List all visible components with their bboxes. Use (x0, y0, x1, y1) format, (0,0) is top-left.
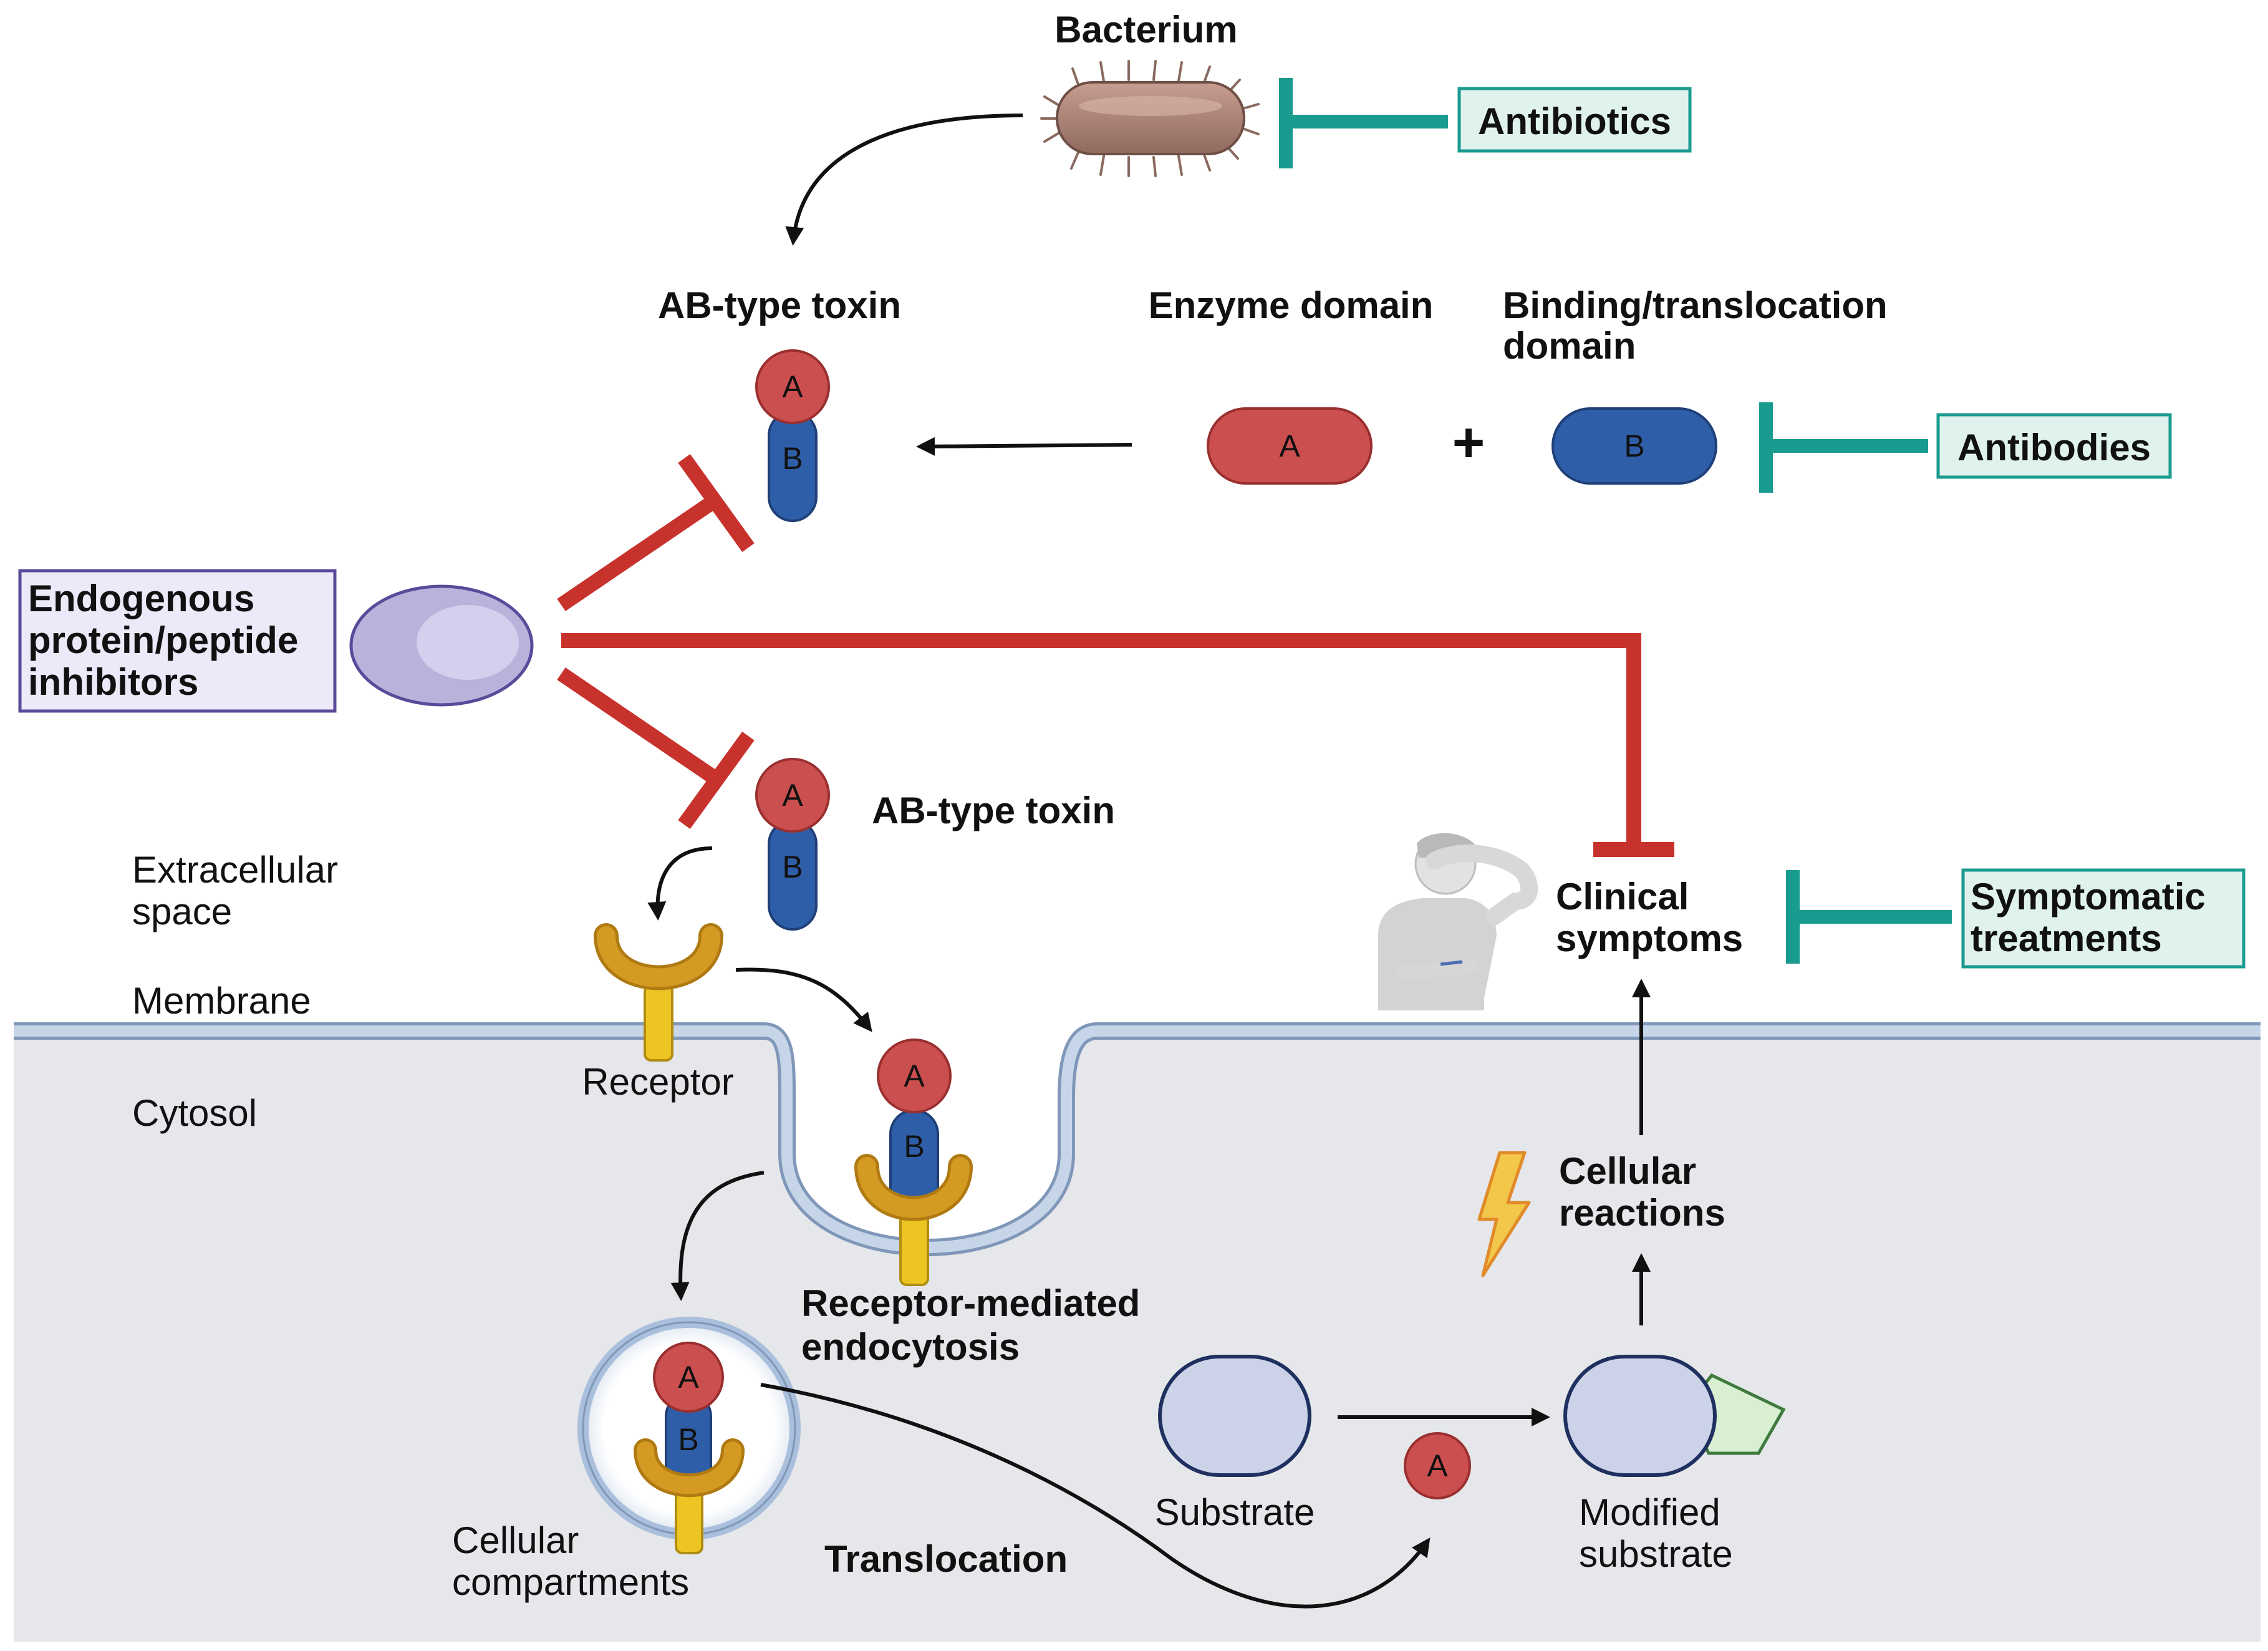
binding-domain-letter: B (1624, 428, 1644, 463)
bacterium-label: Bacterium (1054, 9, 1237, 51)
plasma-membrane (14, 1022, 2261, 1256)
plus-sign: + (1452, 412, 1485, 474)
endocytosis-complex: A B (854, 1039, 973, 1286)
domain-a-letter: A (1427, 1448, 1448, 1483)
arrow-domains-to-toxin (916, 437, 1132, 456)
symptomatic-label-2: treatments (1971, 917, 2162, 959)
domain-a-letter: A (782, 778, 803, 813)
arrow-bacterium-to-toxin (785, 114, 1023, 246)
endocytosis-label-1: Receptor-mediated (801, 1282, 1140, 1324)
cytosol-region (14, 1031, 2261, 1642)
domain-a-letter: A (678, 1360, 699, 1395)
substrate-label: Substrate (1155, 1491, 1315, 1533)
binding-domain-b: B (1551, 407, 1717, 485)
symptomatic-box: Symptomatic treatments (1961, 868, 2246, 969)
ab-toxin-top: A B (755, 349, 830, 522)
domain-b-letter: B (782, 441, 803, 476)
symptomatic-inhibitor (1786, 870, 1952, 964)
antibodies-box: Antibodies (1936, 413, 2172, 479)
domain-b-letter: B (782, 850, 803, 884)
modified-label-2: substrate (1579, 1533, 1733, 1575)
endocytosis-label-2: endocytosis (801, 1326, 1020, 1368)
cellular-compartment-vesicle: A B (577, 1317, 801, 1554)
ab-toxin-mid: A B (755, 758, 830, 931)
reactions-label-2: reactions (1559, 1192, 1725, 1234)
domain-a-letter: A (904, 1058, 925, 1093)
free-a-domain: A (1404, 1432, 1471, 1499)
ab-toxin-top-label: AB-type toxin (658, 284, 901, 326)
arrow-endocytosis-to-compartment (670, 1171, 765, 1301)
compartments-label-2: compartments (452, 1561, 689, 1603)
antibiotics-box: Antibiotics (1457, 87, 1692, 153)
inhibitors-label-1: Endogenous (28, 578, 254, 619)
domain-a-letter: A (782, 369, 803, 404)
reactions-label-1: Cellular (1559, 1150, 1696, 1192)
substrate-icon (1158, 1355, 1311, 1477)
receptor-icon (594, 923, 723, 1062)
arrow-receptor-to-endocytosis (735, 967, 872, 1032)
ab-toxin-mid-label: AB-type toxin (872, 790, 1115, 831)
inhibit-line-symptoms (561, 633, 1674, 857)
enzyme-domain-letter: A (1279, 428, 1300, 463)
modified-label-1: Modified (1579, 1491, 1720, 1533)
binding-domain-label-1: Binding/translocation (1503, 284, 1888, 326)
receptor-label: Receptor (582, 1061, 733, 1103)
inhibitors-label-3: inhibitors (28, 661, 198, 703)
inhibitors-box: Endogenous protein/peptide inhibitors (18, 569, 337, 713)
lightning-icon (1477, 1151, 1531, 1277)
inhibitors-label-2: protein/peptide (28, 619, 298, 661)
enzyme-domain-a: A (1207, 407, 1373, 485)
extracellular-label-2: space (132, 891, 232, 932)
symptoms-label-1: Clinical (1556, 876, 1689, 917)
symptoms-label-2: symptoms (1556, 917, 1743, 959)
binding-domain-label-2: domain (1503, 325, 1636, 367)
inhibit-line-top-toxin (557, 453, 755, 611)
inhibitor-protein-icon (349, 584, 534, 707)
antibiotics-inhibitor (1279, 78, 1448, 168)
translocation-arrow (760, 1383, 1431, 1609)
inhibit-line-mid-toxin (557, 667, 755, 830)
antibodies-label: Antibodies (1957, 427, 2151, 468)
domain-b-letter: B (678, 1422, 698, 1457)
antibiotics-label: Antibiotics (1478, 100, 1671, 142)
cytosol-label: Cytosol (132, 1092, 257, 1134)
extracellular-label-1: Extracellular (132, 849, 338, 891)
modified-substrate-icon (1563, 1355, 1786, 1477)
enzyme-domain-label: Enzyme domain (1149, 284, 1434, 326)
antibodies-inhibitor (1759, 402, 1928, 493)
translocation-label: Translocation (824, 1538, 1068, 1580)
bacterium-icon (1040, 60, 1260, 177)
domain-b-letter: B (904, 1129, 924, 1164)
compartments-label-1: Cellular (452, 1519, 579, 1561)
symptomatic-label-1: Symptomatic (1971, 876, 2206, 917)
membrane-label: Membrane (132, 980, 311, 1022)
arrow-toxin-to-receptor (647, 846, 713, 921)
sick-person-icon (1378, 833, 1538, 1010)
